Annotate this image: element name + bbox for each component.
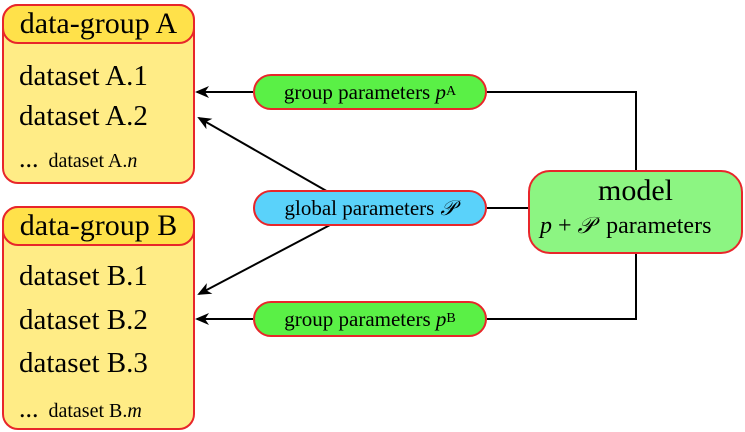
data-group-b-header: data-group B	[2, 206, 195, 246]
dataset-b3: dataset B.3	[19, 347, 148, 379]
dataset-b1: dataset B.1	[19, 260, 148, 292]
dataset-a-more: ...dataset A.n	[19, 144, 138, 173]
arrow-global-to-group-b	[197, 224, 331, 295]
data-group-b-title: data-group B	[19, 209, 178, 242]
dataset-a2: dataset A.2	[19, 100, 148, 132]
dataset-b2: dataset B.2	[19, 304, 148, 336]
global-parameter-symbol: 𝒫	[440, 195, 456, 220]
arrow-global-to-group-a	[197, 117, 331, 194]
data-group-a-header: data-group A	[2, 4, 195, 44]
line-model-to-group-a-params	[487, 91, 637, 170]
ellipsis: ...	[19, 144, 39, 173]
line-model-to-group-b-params	[487, 254, 637, 320]
model-box	[528, 170, 743, 254]
data-group-a-title: data-group A	[19, 7, 178, 40]
model-title: model	[598, 174, 673, 207]
model-parameters-formula: p + 𝒫 parameters	[540, 213, 712, 239]
ellipsis: ...	[19, 394, 39, 423]
dataset-a1: dataset A.1	[19, 60, 148, 92]
dataset-b-more: ...dataset B.m	[19, 394, 142, 423]
